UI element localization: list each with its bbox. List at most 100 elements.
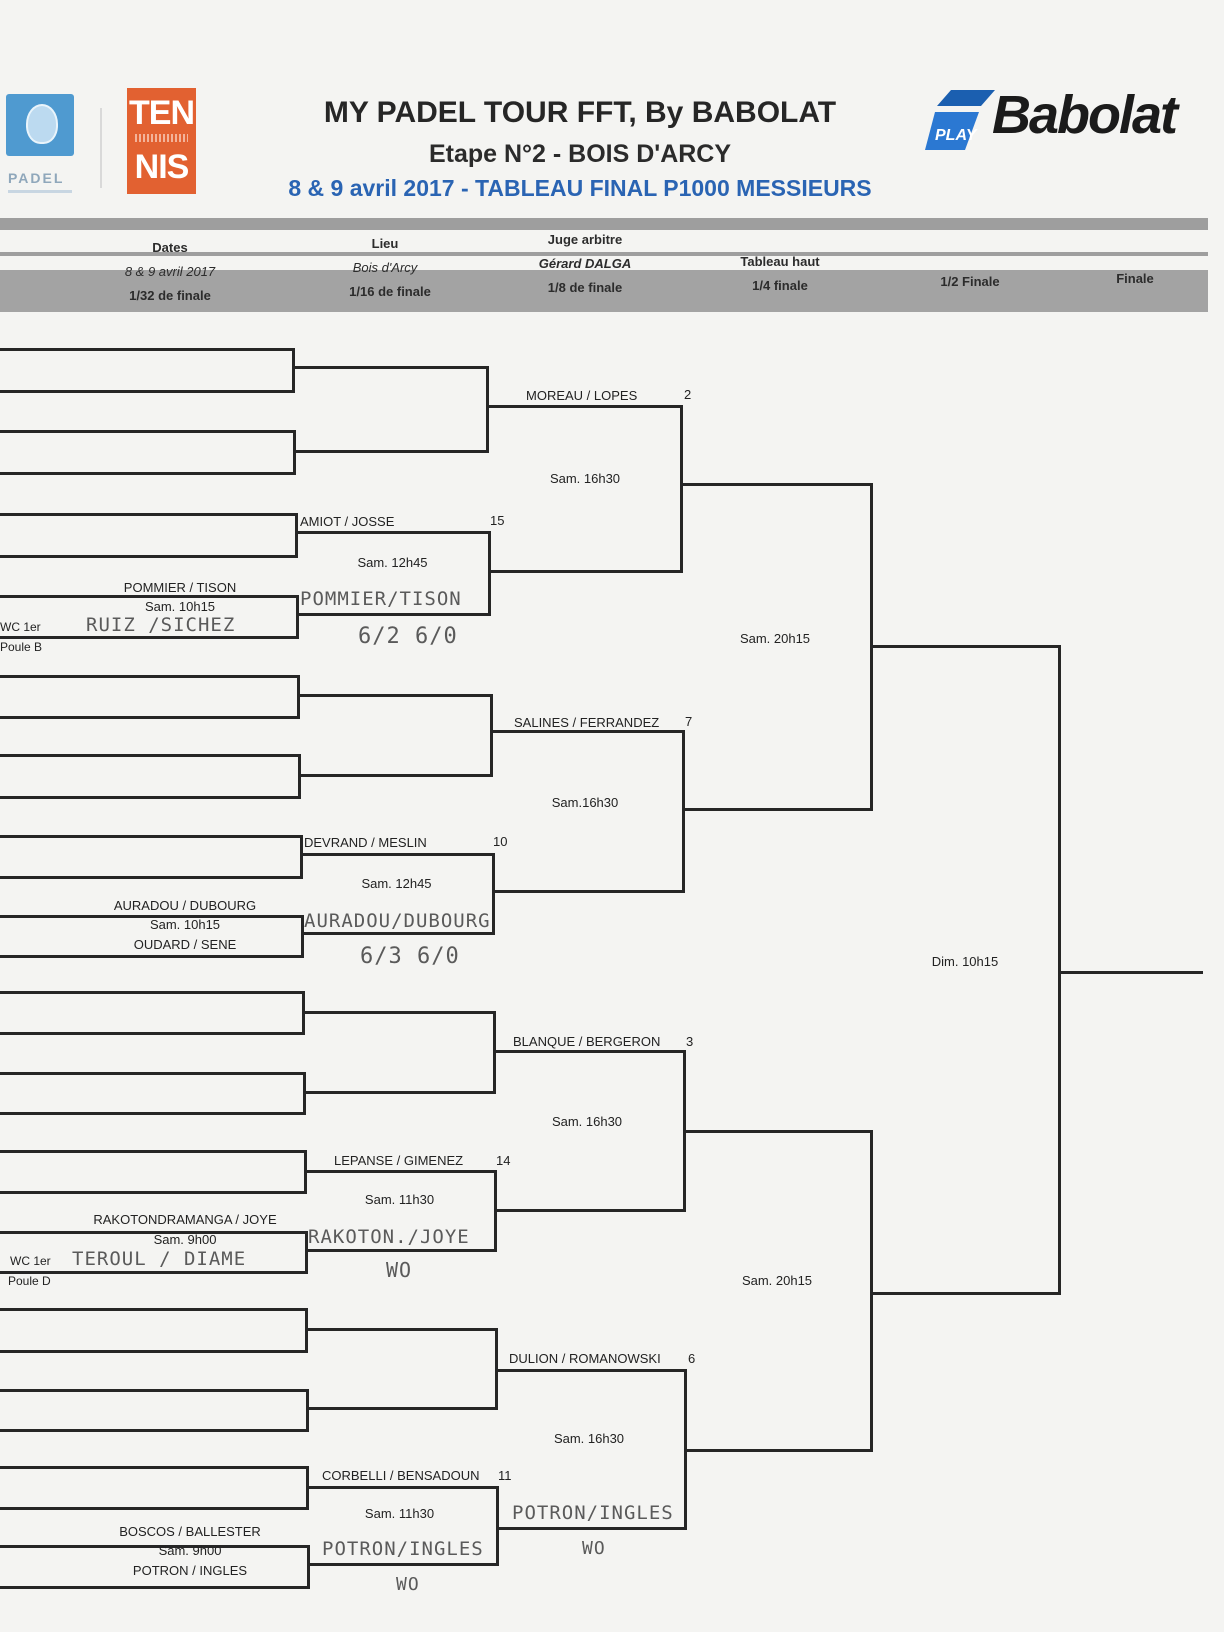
r8-hand-winner-4: POTRON/INGLES [512, 1502, 674, 1524]
babolat-play-text: PLAY [935, 127, 978, 144]
r8-seed-2: 7 [685, 714, 693, 729]
page-title: MY PADEL TOUR FFT, By BABOLAT [323, 96, 837, 129]
r16-hand-score-2: 6/3 6/0 [360, 944, 460, 969]
r32-top-line [0, 348, 292, 351]
r32-bottom-line [0, 1271, 305, 1274]
lieu-value: Bois d'Arcy [352, 260, 418, 275]
r32-top-line [0, 915, 301, 918]
r32-top-line [0, 513, 295, 516]
r32-top-line [0, 1308, 305, 1311]
round-label-1-4: 1/4 finale [752, 278, 808, 293]
r16-connector [492, 853, 495, 935]
round-label-1-32: 1/32 de finale [129, 288, 211, 303]
r32-bottom-line [0, 796, 298, 799]
r8-line [490, 730, 682, 733]
round-label-1-2: 1/2 Finale [940, 274, 1000, 289]
tennis-logo-top: TEN [129, 94, 195, 132]
round-label-finale: Finale [1116, 271, 1154, 286]
page-subtitle-date: 8 & 9 avril 2017 - TABLEAU FINAL P1000 M… [288, 175, 872, 201]
r16-hand-winner-3: RAKOTON./JOYE [308, 1226, 470, 1248]
r32-poule-1: Poule B [0, 640, 43, 654]
r16-seed-1: 15 [490, 513, 505, 528]
r32-bottom-line [0, 1507, 306, 1510]
r8-seed-1: 2 [684, 387, 692, 402]
r8-line [488, 570, 680, 573]
juge-value: Gérard DALGA [538, 256, 632, 271]
r8-time-3: Sam. 16h30 [551, 1114, 623, 1129]
r16-seed-2: 10 [493, 834, 508, 849]
r32-top-line [0, 991, 302, 994]
r32-connector [296, 595, 299, 639]
round-label-1-8: 1/8 de finale [547, 280, 623, 295]
r16-line [300, 853, 492, 856]
tennis-logo-net-icon [135, 134, 188, 142]
r32-connector [292, 348, 295, 393]
r8-name-4: DULION / ROMANOWSKI [509, 1351, 661, 1366]
r16-name-2: DEVRAND / MESLIN [304, 835, 427, 850]
r16-line [298, 774, 490, 777]
r32-time-4: Sam. 9h00 [158, 1543, 222, 1558]
babolat-logo-text: Babolat [992, 85, 1178, 145]
dates-label: Dates [152, 240, 188, 255]
r16-hand-winner-4: POTRON/INGLES [322, 1538, 484, 1560]
final-line [1058, 971, 1203, 974]
r16-connector [488, 531, 491, 616]
r32-poule-3: Poule D [8, 1274, 51, 1288]
r32-top-line [0, 675, 297, 678]
r16-line [295, 531, 488, 534]
r16-line [305, 1328, 495, 1331]
padel-logo-underline [8, 190, 72, 193]
r32-bottom-line [0, 1429, 306, 1432]
qf-line [684, 1449, 870, 1452]
r16-line [302, 1011, 493, 1014]
r32-top-line [0, 1466, 306, 1469]
r32-top-line [0, 1545, 307, 1548]
r16-connector [496, 1486, 499, 1566]
qf-connector-bottom [870, 1130, 873, 1452]
info-bar-rounds [0, 270, 1208, 312]
padel-racket-icon [26, 104, 58, 144]
r32-top-line [0, 1389, 306, 1392]
babolat-play-icon: PLAY [925, 90, 995, 150]
r16-hand-score-1: 6/2 6/0 [358, 624, 458, 649]
r32-connector [306, 1389, 309, 1432]
r16-connector [486, 366, 489, 453]
lieu-label: Lieu [371, 236, 399, 251]
r16-line [306, 1486, 496, 1489]
r32-connector [300, 835, 303, 879]
page-subtitle: Etape N°2 - BOIS D'ARCY [428, 140, 732, 168]
r16-hand-score-3: WO [386, 1258, 413, 1282]
r16-line [293, 450, 486, 453]
qf-time-1: Sam. 20h15 [739, 631, 811, 646]
r8-name-1: MOREAU / LOPES [526, 388, 638, 403]
r32-top-line [0, 754, 298, 757]
r16-hand-winner-1: POMMIER/TISON [300, 588, 462, 610]
qf-line [683, 1130, 870, 1133]
r32-time-1: Sam. 10h15 [144, 599, 216, 614]
r16-line [292, 366, 486, 369]
r32-bottom-line [0, 472, 293, 475]
sf-line-top [870, 645, 1060, 648]
r8-line [494, 1209, 683, 1212]
r8-seed-4: 6 [688, 1351, 696, 1366]
r16-line [301, 932, 492, 935]
r8-hand-score-4: WO [582, 1538, 606, 1559]
r32-bottom-line [0, 716, 297, 719]
r32-top-line [0, 835, 300, 838]
r32-bottom-line [0, 1350, 305, 1353]
r16-name-1: AMIOT / JOSSE [300, 514, 395, 529]
r32-bottom-line [0, 1112, 303, 1115]
r16-connector [490, 694, 493, 777]
r16-line [303, 1091, 493, 1094]
r32-bottom-line [0, 876, 300, 879]
r32-time-3: Sam. 9h00 [153, 1232, 217, 1247]
qf-line [680, 483, 870, 486]
r16-time-3: Sam. 11h30 [364, 1192, 435, 1207]
r8-line [492, 890, 682, 893]
r8-time-4: Sam. 16h30 [553, 1431, 625, 1446]
r32-top-line [0, 1150, 304, 1153]
r16-line [297, 694, 490, 697]
r16-name-4: CORBELLI / BENSADOUN [322, 1468, 480, 1483]
r32-wc-3: WC 1er [10, 1254, 51, 1268]
r32-hand-1: RUIZ /SICHEZ [86, 614, 236, 636]
